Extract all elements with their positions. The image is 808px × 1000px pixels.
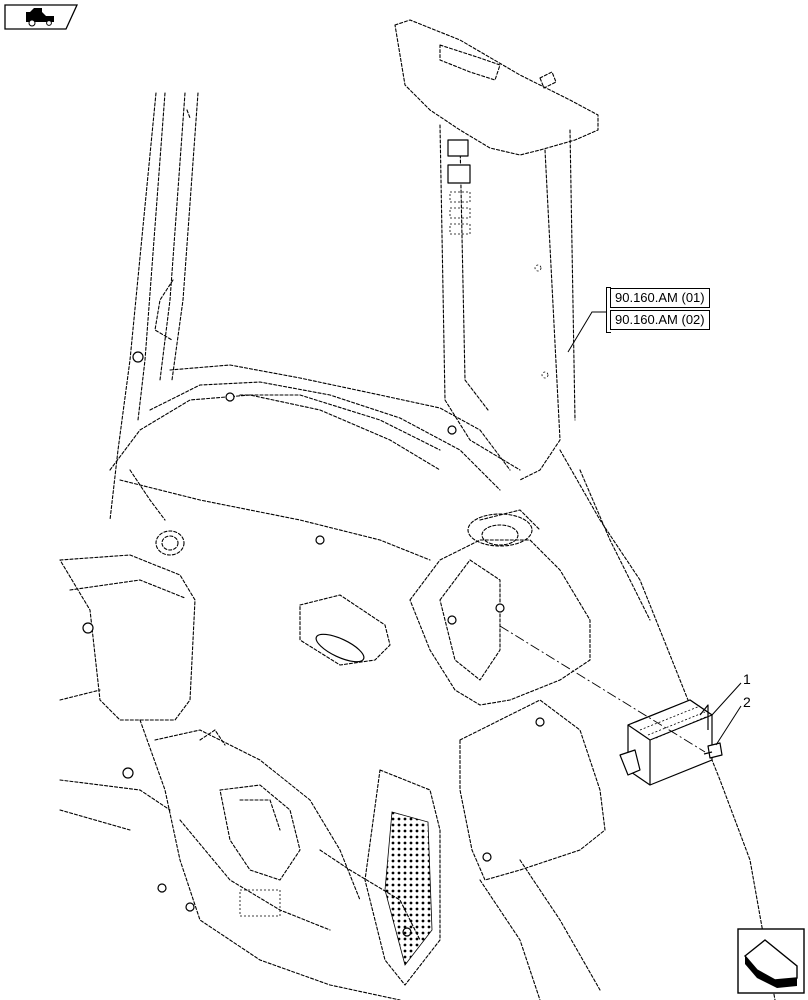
- reference-label-02[interactable]: 90.160.AM (02): [610, 310, 710, 330]
- side-cover-panel: [459, 699, 606, 881]
- assembly-axis-line: [499, 625, 706, 753]
- right-cab-edge: [59, 449, 776, 1000]
- leader-line-2: [715, 705, 742, 746]
- grille-panel: [364, 769, 441, 986]
- electronic-module-part-1: [619, 699, 713, 786]
- rear-wall: [109, 364, 511, 561]
- right-pillar: [394, 19, 599, 481]
- left-bin: [59, 530, 196, 779]
- rear-handle: [299, 594, 391, 666]
- reference-label-01[interactable]: 90.160.AM (01): [610, 288, 710, 308]
- callout-2: 2: [743, 694, 751, 710]
- screw-part-2: [703, 742, 723, 759]
- leader-line-ref: [567, 311, 606, 353]
- callout-1: 1: [743, 671, 751, 687]
- reference-bracket: [606, 287, 611, 333]
- leader-line-1: [711, 682, 742, 716]
- tractor-section-icon[interactable]: [4, 4, 78, 30]
- left-pillar: [109, 92, 199, 521]
- lower-console: [139, 719, 421, 1000]
- next-page-arrow-icon[interactable]: [737, 928, 805, 994]
- mounting-bracket: [409, 509, 591, 706]
